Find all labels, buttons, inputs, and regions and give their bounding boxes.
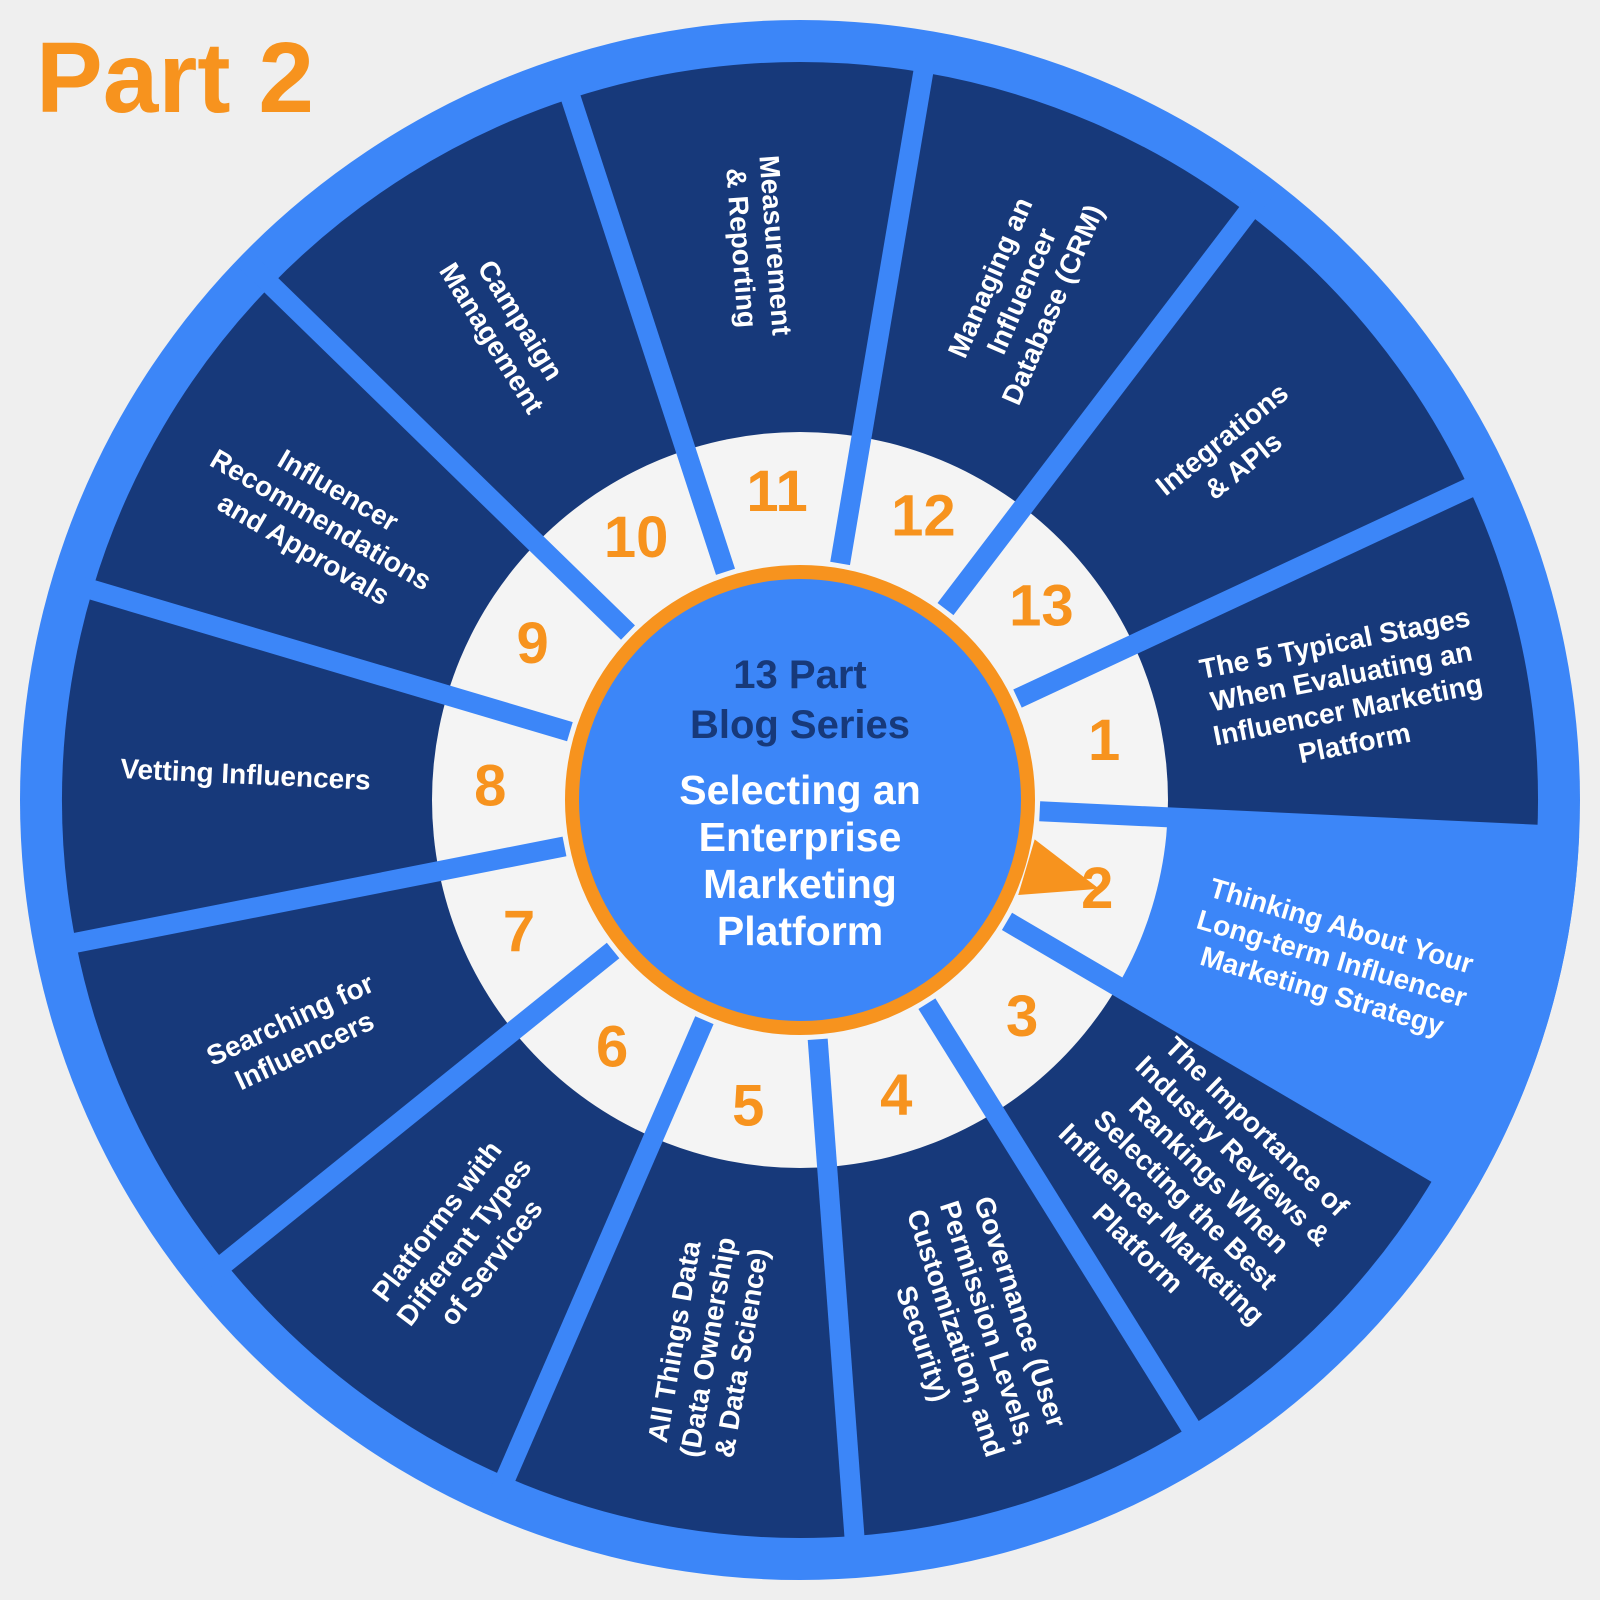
segment-13-number: 13: [1009, 574, 1074, 639]
hub-title-line: Platform: [717, 908, 883, 954]
segment-divider: [1013, 462, 1508, 708]
segment-divider: [937, 176, 1279, 616]
segment-12-number: 12: [891, 484, 956, 549]
segment-6-number: 6: [596, 1015, 628, 1080]
segment-divider: [189, 942, 620, 1295]
segment-3-number: 3: [1006, 984, 1038, 1049]
segment-divider: [1039, 801, 1576, 847]
segment-divider: [918, 998, 1219, 1464]
segment-5-number: 5: [732, 1074, 764, 1139]
hub-title-line: Marketing: [703, 861, 897, 907]
hub-subtitle-line: Blog Series: [690, 703, 910, 747]
segment-10-number: 10: [604, 505, 669, 570]
segment-divider: [807, 1038, 868, 1575]
segment-divider: [481, 1016, 714, 1516]
hub-circle: [565, 565, 1035, 1035]
hub-pointer-arrow: [1018, 839, 1100, 895]
segment-dividers: [36, 33, 1576, 1575]
hub-subtitle-line: 13 Part: [733, 653, 866, 697]
segment-divider: [53, 569, 573, 742]
segment-divider: [237, 251, 635, 640]
segment-divider: [549, 59, 736, 575]
segment-9-number: 9: [516, 611, 548, 676]
segment-divider: [1001, 912, 1475, 1202]
segment-8[interactable]: [61, 589, 801, 943]
segment-8-number: 8: [474, 753, 506, 818]
segment-11-number: 11: [746, 459, 807, 524]
hub-title-line: Enterprise: [699, 814, 902, 860]
hub-title-line: Selecting an: [679, 767, 921, 813]
part-title: Part 2: [36, 22, 314, 134]
segment-1-number: 1: [1088, 708, 1120, 773]
segment-divider: [830, 33, 940, 566]
segment-11[interactable]: [571, 62, 924, 800]
segment-numbers: 12345678910111213: [474, 459, 1120, 1139]
segment-7-number: 7: [503, 899, 535, 964]
segment-5-label: All Things Data(Data Ownership& Data Sci…: [640, 1229, 775, 1465]
segment-divider: [36, 836, 567, 960]
segment-4-number: 4: [880, 1063, 912, 1128]
